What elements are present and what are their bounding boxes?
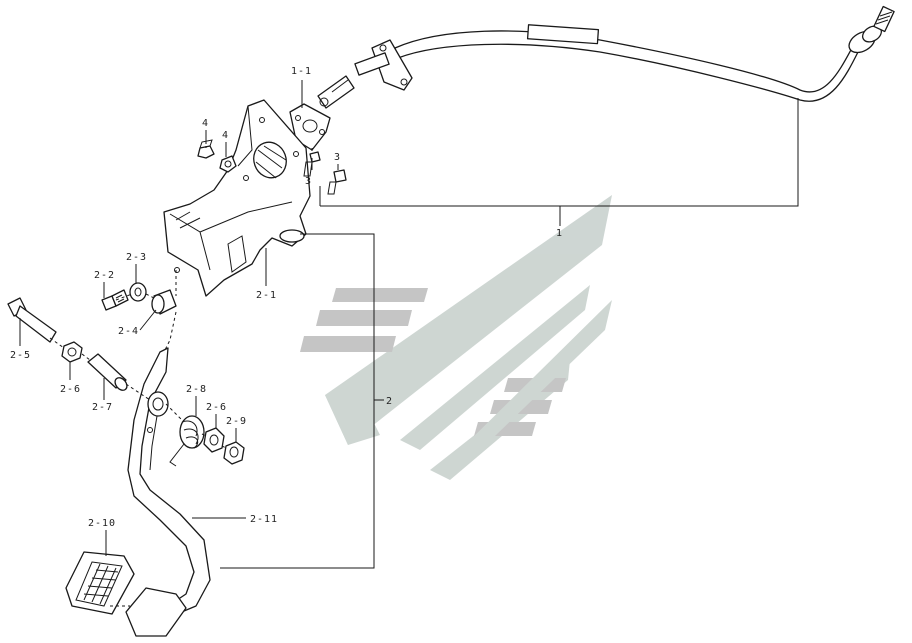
label-2-8: 2-8: [186, 384, 207, 395]
label-2-4: 2-4: [118, 326, 139, 337]
label-2-10: 2-10: [88, 518, 116, 529]
label-2-3: 2-3: [126, 252, 147, 263]
cable-end-fitting-right: [848, 5, 895, 54]
bolt-3b: [327, 169, 347, 195]
leader-lines: [19, 80, 799, 569]
label-2-11: 2-11: [250, 514, 278, 525]
return-spring-2-8: [169, 415, 205, 467]
bolt-2-2: [101, 289, 129, 311]
bushing-2-4: [151, 289, 177, 315]
nut-4b: [219, 155, 237, 173]
label-2-9: 2-9: [226, 416, 247, 427]
label-2-6a: 2-6: [60, 384, 81, 395]
watermark-logo: [300, 195, 612, 480]
nut-4a: [197, 139, 215, 159]
washer-2-3: [129, 282, 147, 302]
sleeve-2-7: [87, 353, 128, 391]
part-labels: 1 1-1 2 2-1 2-2 2-3 2-4 2-5 2-6 2-7 2-8 …: [10, 66, 563, 529]
bushing-2-6b: [203, 427, 225, 453]
label-2-7: 2-7: [92, 402, 113, 413]
nut-2-9: [223, 441, 245, 465]
label-2-6b: 2-6: [206, 402, 227, 413]
label-1: 1: [556, 228, 563, 239]
cable-flange-bracket: [354, 39, 413, 91]
nut-2-6a: [61, 341, 83, 363]
label-2: 2: [386, 396, 393, 407]
label-2-1: 2-1: [256, 290, 277, 301]
label-1-1: 1-1: [291, 66, 312, 77]
pivot-bolt-2-5: [7, 297, 57, 343]
label-4b: 4: [222, 130, 229, 141]
label-3a: 3: [305, 176, 312, 187]
bolt-3a: [303, 151, 321, 177]
label-2-2: 2-2: [94, 270, 115, 281]
cable-clevis: [317, 75, 355, 109]
clutch-cable: [317, 5, 895, 109]
label-2-5: 2-5: [10, 350, 31, 361]
pedal-pad: [65, 551, 135, 615]
pedal-bracket: [163, 99, 311, 297]
label-4a: 4: [202, 118, 209, 129]
pedal-arm: [125, 347, 211, 637]
label-3b: 3: [334, 152, 341, 163]
